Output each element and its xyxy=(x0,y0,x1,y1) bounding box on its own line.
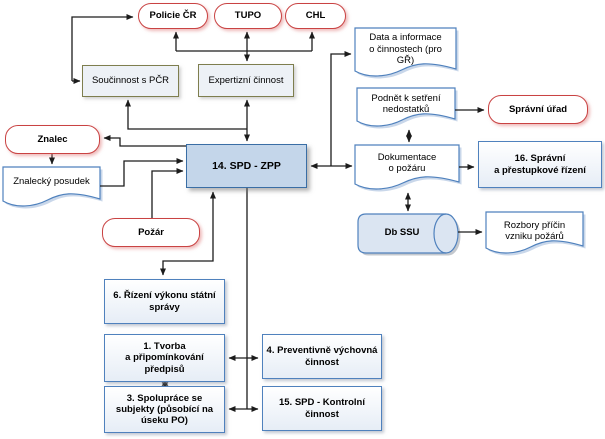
label-znalecky-posudek: Znalecký posudek xyxy=(13,175,90,187)
doc-data-informace xyxy=(354,27,457,77)
node-spravni-prestupkove-rizeni: 16. Správní a přestupkové řízení xyxy=(478,141,602,188)
node-policie-cr: Policie ČR xyxy=(138,3,208,29)
arrow-elbow-to-policie xyxy=(71,14,134,81)
arrow-spd-to-rizeni6 xyxy=(160,225,214,276)
doc-podnet xyxy=(356,87,456,127)
arrow-branch-to-soucinnost xyxy=(125,99,247,130)
node-tupo: TUPO xyxy=(214,3,282,29)
arrow-spd-to-znalec xyxy=(103,135,186,147)
label-podnet: Podnět k setření nedostatků xyxy=(371,92,441,115)
node-spravni-urad: Správní úřad xyxy=(488,95,588,124)
document-shapes xyxy=(2,27,586,256)
doc-dokumentace xyxy=(354,144,460,190)
node-soucinnost-s-pcr: Součinnost s PČR xyxy=(82,65,179,97)
node-spd-kontrolni-cinnost: 15. SPD - Kontrolní činnost xyxy=(262,386,382,431)
doc-znalecky-posudek xyxy=(2,166,101,207)
cylinder-db-ssu xyxy=(357,213,459,254)
arrow-pozar-to-spd xyxy=(151,168,184,218)
node-znalec: Znalec xyxy=(5,125,100,154)
cylinder-db-ssu-edge xyxy=(433,213,447,254)
node-preventivne-vychovna-cinnost: 4. Preventivně výchovná činnost xyxy=(262,334,382,379)
node-rizeni-vykonu-statni-spravy: 6. Řízení výkonu státní správy xyxy=(104,279,225,324)
connectors xyxy=(49,14,485,412)
node-spoluprace-se-subjekty: 3. Spolupráce se subjekty (působící na ú… xyxy=(104,386,225,433)
label-db-ssu: Db SSU xyxy=(384,227,420,239)
label-data-informace: Data a informace o činnostech (pro GŘ) xyxy=(369,32,442,67)
arrow-posudek-to-spd xyxy=(100,158,184,187)
doc-rozbory xyxy=(485,211,584,254)
node-pozar: Požár xyxy=(102,218,200,247)
arrow-tvorba-to-spoluprace xyxy=(161,382,169,387)
node-tvorba-predpisu: 1. Tvorba a připomínkování předpisů xyxy=(104,334,225,382)
label-rozbory-pricin: Rozbory příčin vzniku požárů xyxy=(503,219,566,242)
node-spd-zpp: 14. SPD - ZPP xyxy=(186,144,307,188)
label-dokumentace-o-pozaru: Dokumentace o požáru xyxy=(377,151,437,174)
node-chl: CHL xyxy=(285,3,346,29)
arrow-branch-to-data xyxy=(330,51,352,166)
node-expertizni-cinnost: Expertizní činnost xyxy=(198,64,294,97)
